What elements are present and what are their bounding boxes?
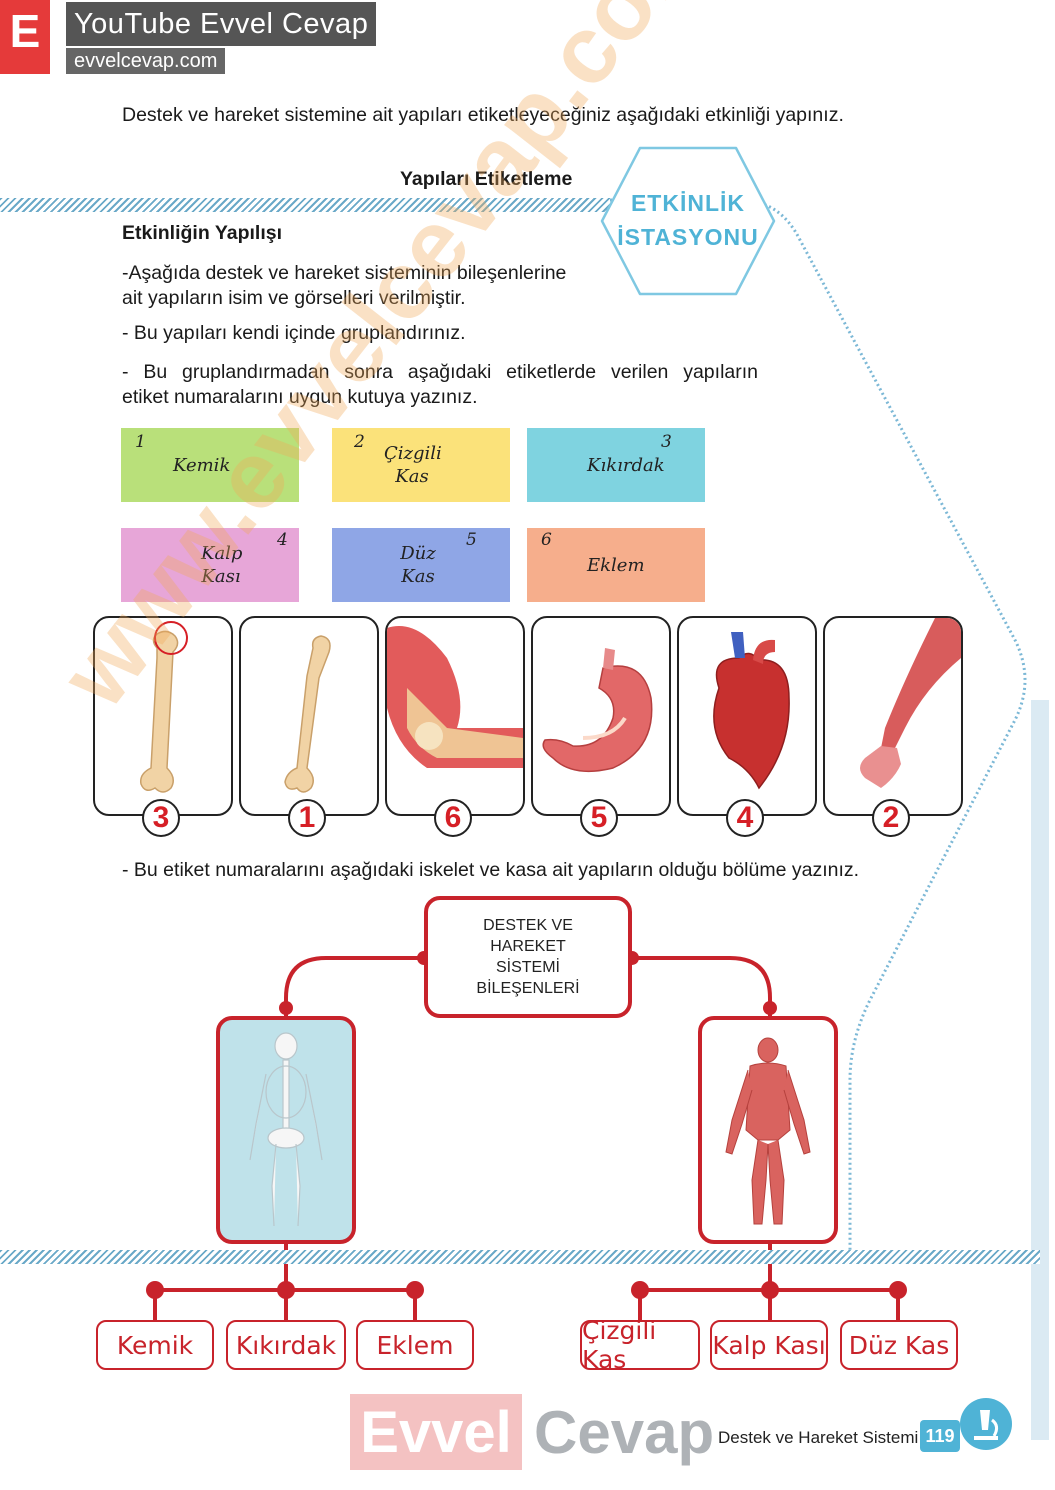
- instruction-1a: -Aşağıda destek ve hareket sisteminin bi…: [122, 262, 567, 284]
- stomach-icon: [542, 648, 653, 773]
- note-label-line1: Kalp: [201, 543, 243, 564]
- badge-hexagon: [600, 146, 776, 296]
- footer-logo-evvel: Evvel: [350, 1394, 522, 1470]
- footer-logo-cevap: Cevap: [534, 1398, 715, 1466]
- note-label-line2: Kas: [401, 566, 435, 587]
- note-number: 4: [277, 530, 288, 550]
- card-femur-bone: [239, 616, 379, 816]
- skeleton-icon: [249, 1032, 323, 1227]
- note-label: Kemik: [173, 455, 231, 476]
- brand-logo: E: [0, 0, 50, 74]
- badge-line2: İSTASYONU: [617, 224, 759, 250]
- card-heart: [677, 616, 817, 816]
- leaf-kikirdak[interactable]: Kıkırdak: [226, 1320, 346, 1370]
- page-number: 119: [920, 1420, 960, 1452]
- center-line-2: HAREKET: [490, 938, 566, 955]
- label-note-4: 4 Kalp Kası: [121, 528, 299, 602]
- answer-circle-2[interactable]: 1: [288, 799, 326, 837]
- instruction-3b: etiket numaralarını uygun kutuya yazınız…: [122, 386, 478, 408]
- answer-circle-1[interactable]: 3: [142, 799, 180, 837]
- instruction-2: - Bu yapıları kendi içinde gruplandırını…: [122, 322, 466, 344]
- note-label: Eklem: [587, 555, 645, 576]
- diagram-center-box: DESTEK VE HAREKET SİSTEMİ BİLEŞENLERİ: [424, 896, 632, 1018]
- note-label: Kalp Kası: [201, 542, 243, 588]
- bottom-divider: [0, 1250, 1040, 1264]
- muscle-system-icon: [725, 1037, 811, 1225]
- arm-muscle-icon: [860, 618, 961, 788]
- note-label: Çizgili Kas: [384, 442, 442, 488]
- card-femur-cartilage: [93, 616, 233, 816]
- skeleton-box: [216, 1016, 356, 1244]
- answer-circle-5[interactable]: 4: [726, 799, 764, 837]
- muscle-box: [698, 1016, 838, 1244]
- microscope-icon: [960, 1398, 1012, 1450]
- label-note-3: 3 Kıkırdak: [527, 428, 705, 502]
- answer-circle-3[interactable]: 6: [434, 799, 472, 837]
- center-line-1: DESTEK VE: [483, 917, 573, 934]
- leaf-cizgili-kas[interactable]: Çizgili Kas: [580, 1316, 700, 1374]
- section-title: Yapıları Etiketleme: [400, 168, 573, 190]
- note-label-line2: Kas: [395, 466, 429, 487]
- femur-cartilage-icon: [139, 621, 188, 793]
- note-label-line1: Çizgili: [384, 443, 442, 464]
- instruction-3a: - Bu gruplandırmadan sonra aşağıdaki eti…: [122, 361, 758, 383]
- note-number: 5: [466, 530, 477, 550]
- leaf-eklem[interactable]: Eklem: [356, 1320, 474, 1370]
- card-arm-muscle: [823, 616, 963, 816]
- note-label-line1: Düz: [400, 543, 436, 564]
- answer-circle-4[interactable]: 5: [580, 799, 618, 837]
- answer-circle-6[interactable]: 2: [872, 799, 910, 837]
- note-label: Kıkırdak: [587, 455, 665, 476]
- brand-title: YouTube Evvel Cevap: [66, 2, 377, 46]
- note-number: 2: [354, 432, 365, 452]
- label-note-2: 2 Çizgili Kas: [332, 428, 510, 502]
- brand-url[interactable]: evvelcevap.com: [66, 48, 226, 74]
- note-number: 3: [661, 432, 672, 452]
- leaf-kemik[interactable]: Kemik: [96, 1320, 214, 1370]
- badge-line1: ETKİNLİK: [630, 190, 746, 216]
- footer-subtitle: Destek ve Hareket Sistemi: [718, 1428, 919, 1447]
- card-stomach: [531, 616, 671, 816]
- instruction-4: - Bu etiket numaralarını aşağıdaki iskel…: [122, 859, 860, 881]
- section-divider: [0, 198, 610, 212]
- instruction-1b: ait yapıların isim ve görselleri verilmi…: [122, 287, 466, 309]
- note-number: 6: [541, 530, 552, 550]
- center-line-3: SİSTEMİ: [495, 959, 560, 976]
- note-label: Düz Kas: [398, 542, 438, 588]
- heart-icon: [713, 632, 790, 790]
- elbow-joint-icon: [387, 626, 523, 768]
- card-elbow-joint: [385, 616, 525, 816]
- femur-bone-icon: [284, 635, 331, 793]
- intro-text: Destek ve hareket sistemine ait yapıları…: [122, 104, 844, 126]
- label-note-1: 1 Kemik: [121, 428, 299, 502]
- leaf-kalp-kasi[interactable]: Kalp Kası: [710, 1320, 828, 1370]
- note-label-line2: Kası: [201, 566, 241, 587]
- leaf-duz-kas[interactable]: Düz Kas: [840, 1320, 958, 1370]
- center-line-4: BİLEŞENLERİ: [476, 980, 580, 997]
- note-number: 1: [135, 432, 146, 452]
- howto-title: Etkinliğin Yapılışı: [122, 222, 283, 244]
- label-note-6: 6 Eklem: [527, 528, 705, 602]
- label-note-5: 5 Düz Kas: [332, 528, 510, 602]
